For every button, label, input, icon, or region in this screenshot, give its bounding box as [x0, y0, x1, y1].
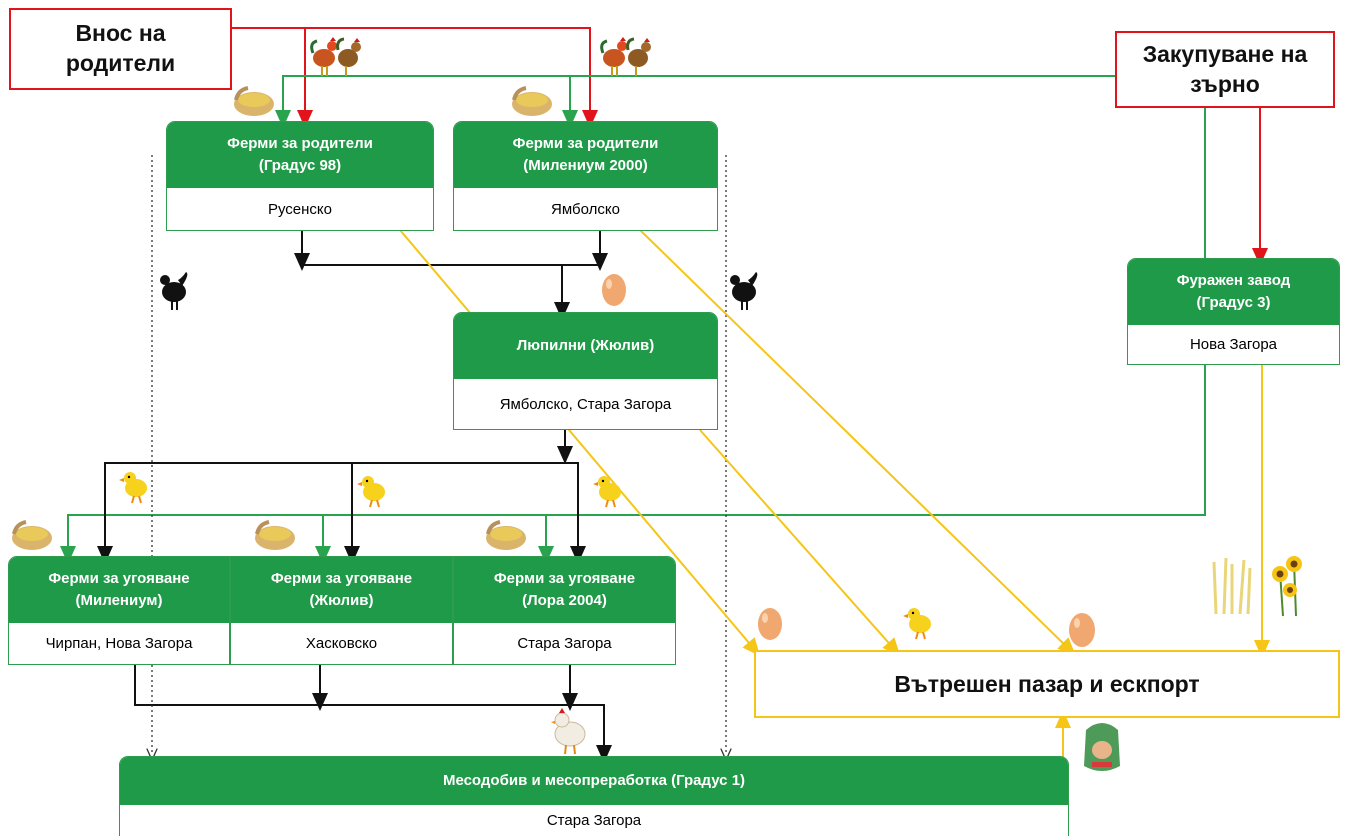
parents-farm-milenium-header: Ферми за родители (Милениум 2000): [454, 122, 717, 188]
black-flow: [97, 230, 612, 763]
parents-farm-gradus-title1: Ферми за родители: [227, 135, 373, 153]
grain-sack-icon: [12, 520, 52, 550]
yellow-flow: [399, 229, 1270, 782]
hen-silhouette-icon: [730, 272, 758, 310]
grain-purchase-line2: зърно: [1190, 70, 1260, 97]
fattening-farm-lora-location: Стара Загора: [517, 635, 612, 652]
import-parents-box: Внос на родители: [9, 8, 232, 90]
fattening-farm-lora-title1: Ферми за угояване: [493, 570, 636, 588]
meat-processing-title: Месодобив и месопреработка (Градус 1): [442, 772, 746, 790]
fattening-farm-lora-header: Ферми за угояване (Лора 2004): [454, 557, 675, 623]
parents-farm-milenium-location: Ямболско: [551, 200, 620, 218]
market-label: Вътрешен пазар и ескпорт: [894, 670, 1200, 697]
grain-sack-icon: [255, 520, 295, 550]
import-parents-line2: родители: [65, 50, 176, 76]
fattening-farm-milenium-title1: Ферми за угояване: [48, 570, 190, 588]
red-flow: [232, 27, 1268, 266]
rooster-hen-icon: [600, 37, 651, 76]
chick-icon: [357, 476, 385, 508]
fattening-farm-julive: Ферми за угояване (Жюлив) Хасковско: [230, 556, 453, 665]
feed-mill-header: Фуражен завод (Градус 3): [1128, 259, 1339, 325]
meat-processing-box: Месодобив и месопреработка (Градус 1) Ст…: [119, 756, 1069, 836]
parents-farm-gradus-location: Русенско: [267, 200, 333, 218]
fattening-farm-julive-location: Хасковско: [305, 635, 378, 652]
chick-icon: [903, 608, 931, 640]
fattening-farm-julive-header: Ферми за угояване (Жюлив): [231, 557, 452, 623]
parents-farm-milenium: Ферми за родители (Милениум 2000) Ямболс…: [453, 121, 718, 231]
feed-mill-box: Фуражен завод (Градус 3) Нова Загора: [1127, 258, 1340, 365]
fattening-farm-lora: Ферми за угояване (Лора 2004) Стара Заго…: [453, 556, 676, 665]
fattening-farm-milenium-header: Ферми за угояване (Милениум): [9, 557, 229, 623]
rooster-hen-icon: [310, 37, 361, 76]
meat-processing-header: Месодобив и месопреработка (Градус 1): [120, 757, 1068, 805]
hatchery-location: Ямболско, Стара Загора: [499, 395, 672, 413]
fattening-farm-milenium-title2: (Милениум): [75, 592, 163, 609]
chick-icon: [119, 472, 147, 504]
egg-icon: [1069, 613, 1095, 647]
market-box: Вътрешен пазар и ескпорт: [754, 650, 1340, 718]
fattening-farm-julive-title1: Ферми за угояване: [270, 570, 413, 588]
fattening-farm-lora-title2: (Лора 2004): [522, 592, 607, 609]
feed-mill-title2: (Градус 3): [1196, 294, 1271, 311]
grain-sack-icon: [512, 86, 552, 116]
hatchery-header: Люпилни (Жюлив): [454, 313, 717, 379]
hatchery-box: Люпилни (Жюлив) Ямболско, Стара Загора: [453, 312, 718, 430]
hen-silhouette-icon: [160, 272, 188, 310]
parents-farm-gradus: Ферми за родители (Градус 98) Русенско: [166, 121, 434, 231]
feed-mill-title1: Фуражен завод: [1176, 272, 1291, 290]
chicken-icon: [551, 708, 586, 755]
feed-mill-location: Нова Загора: [1189, 336, 1278, 353]
import-parents-line1: Внос на: [75, 20, 166, 47]
fattening-farm-milenium-location: Чирпан, Нова Загора: [45, 635, 193, 652]
chick-icon: [593, 476, 621, 508]
parents-farm-gradus-header: Ферми за родители (Градус 98): [167, 122, 433, 188]
parents-farm-milenium-title1: Ферми за родители: [512, 135, 659, 153]
egg-icon: [602, 274, 626, 306]
hatchery-title: Люпилни (Жюлив): [516, 337, 655, 355]
dotted-flow: [152, 155, 726, 755]
grain-purchase-line1: Закупуване на: [1142, 40, 1308, 67]
grain-sack-icon: [234, 86, 274, 116]
grain-sack-icon: [486, 520, 526, 550]
grain-purchase-box: Закупуване на зърно: [1115, 31, 1335, 108]
fattening-farm-julive-title2: (Жюлив): [309, 592, 374, 609]
fattening-farm-milenium: Ферми за угояване (Милениум) Чирпан, Нов…: [8, 556, 230, 665]
wheat-sunflower-icon: [1212, 556, 1302, 617]
packaged-chicken-icon: [1084, 723, 1120, 771]
parents-farm-gradus-title2: (Градус 98): [258, 157, 342, 174]
parents-farm-milenium-title2: (Милениум 2000): [523, 157, 648, 174]
meat-processing-location: Стара Загора: [546, 811, 642, 829]
egg-icon: [758, 608, 782, 640]
